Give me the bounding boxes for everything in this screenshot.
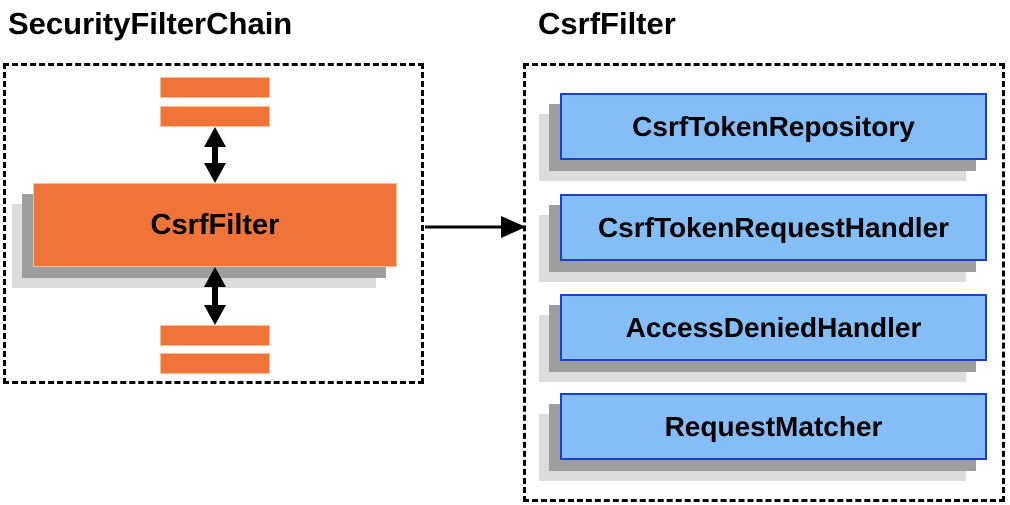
flow-arrow-right-icon [425, 216, 526, 238]
component-label: AccessDeniedHandler [625, 311, 922, 343]
filter-chain-bar [160, 353, 270, 374]
component-label: CsrfTokenRequestHandler [597, 211, 950, 243]
component-box-face: AccessDeniedHandler [560, 294, 987, 361]
left-panel-title: SecurityFilterChain [8, 6, 293, 41]
component-label: RequestMatcher [664, 410, 883, 442]
csrf-filter-box-face: CsrfFilter [33, 183, 397, 267]
component-box-face: CsrfTokenRequestHandler [560, 194, 987, 261]
component-box-request-matcher: RequestMatcher [539, 393, 987, 481]
component-box-face: RequestMatcher [560, 393, 987, 460]
right-panel-title: CsrfFilter [538, 6, 676, 41]
filter-chain-bar [160, 325, 270, 346]
filter-chain-bar [160, 106, 270, 127]
security-filter-chain-container [3, 63, 424, 384]
component-box-csrf-token-repository: CsrfTokenRepository [539, 93, 987, 181]
component-box-face: CsrfTokenRepository [560, 93, 987, 160]
component-box-access-denied-handler: AccessDeniedHandler [539, 294, 987, 382]
filter-chain-bar [160, 77, 270, 98]
csrf-filter-components-container [523, 63, 1005, 502]
csrf-filter-box: CsrfFilter [12, 183, 397, 288]
csrf-filter-box-label: CsrfFilter [150, 208, 280, 241]
component-label: CsrfTokenRepository [632, 110, 915, 142]
component-box-csrf-token-request-handler: CsrfTokenRequestHandler [539, 194, 987, 282]
